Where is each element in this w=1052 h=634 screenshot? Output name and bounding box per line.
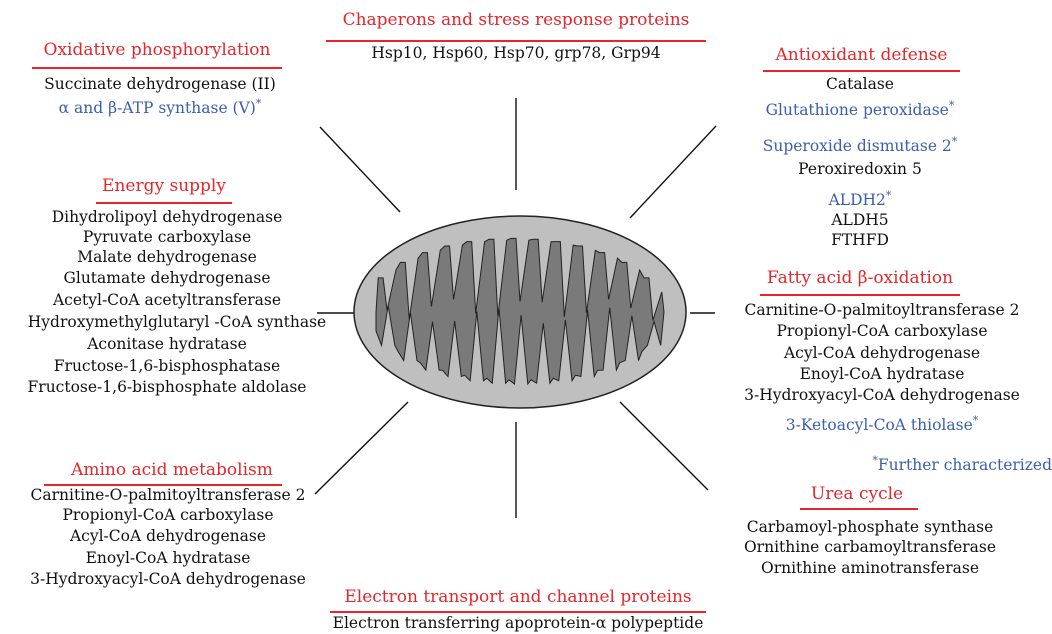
energy-item: Acetyl-CoA acetyltransferase xyxy=(0,290,334,310)
fatty-item: Enoyl-CoA hydratase xyxy=(712,364,1052,384)
fatty-item: Carnitine-O-palmitoyltransferase 2 xyxy=(712,300,1052,320)
urea-item: Carbamoyl-phosphate synthase xyxy=(720,517,1020,537)
chaperons-items: Hsp10, Hsp60, Hsp70, grp78, Grp94 xyxy=(326,43,706,63)
energy-item: Fructose-1,6-bisphosphate aldolase xyxy=(0,377,334,397)
further-characterized-marker: * xyxy=(949,99,955,112)
amino-title: Amino acid metabolism xyxy=(62,460,282,480)
energy-rule xyxy=(96,202,232,204)
antioxidant-item-aldh5: ALDH5 xyxy=(740,210,980,230)
energy-title: Energy supply xyxy=(96,176,232,196)
fatty-item: Propionyl-CoA carboxylase xyxy=(712,321,1052,341)
antioxidant-rule xyxy=(763,70,960,72)
oxidative-rule xyxy=(32,67,282,69)
connector-top-right xyxy=(630,126,716,218)
further-characterized-marker: * xyxy=(952,135,958,148)
energy-item: Hydroxymethylglutaryl -CoA synthase xyxy=(0,312,354,332)
oxidative-item-atp-synthase: α and β-ATP synthase (V)* xyxy=(10,98,310,118)
amino-item: 3-Hydroxyacyl-CoA dehydrogenase xyxy=(0,569,336,589)
chaperons-rule xyxy=(326,40,706,42)
connector-bottom-right xyxy=(620,402,708,490)
energy-item: Pyruvate carboxylase xyxy=(0,227,334,247)
further-characterized-marker: * xyxy=(886,189,892,202)
fatty-title: Fatty acid β-oxidation xyxy=(760,268,960,288)
energy-item: Aconitase hydratase xyxy=(0,334,334,354)
chaperons-title: Chaperons and stress response proteins xyxy=(326,10,706,30)
antioxidant-item-fthfd: FTHFD xyxy=(740,230,980,250)
oxidative-title: Oxidative phosphorylation xyxy=(32,40,282,60)
further-characterized-marker: * xyxy=(256,97,262,110)
urea-rule xyxy=(800,508,918,510)
amino-item: Carnitine-O-palmitoyltransferase 2 xyxy=(0,485,336,505)
antioxidant-item-catalase: Catalase xyxy=(740,74,980,94)
oxidative-item-sdh: Succinate dehydrogenase (II) xyxy=(10,74,310,94)
fatty-rule xyxy=(760,294,960,296)
further-characterized-marker: * xyxy=(973,414,979,427)
antioxidant-item-sod2: Superoxide dismutase 2* xyxy=(740,136,980,156)
energy-item: Fructose-1,6-bisphosphatase xyxy=(0,356,334,376)
amino-item: Enoyl-CoA hydratase xyxy=(0,548,336,568)
fatty-item-thiolase: 3-Ketoacyl-CoA thiolase* xyxy=(712,415,1052,435)
connector-top-left xyxy=(320,127,400,212)
energy-item: Dihydrolipoyl dehydrogenase xyxy=(0,207,334,227)
urea-item: Ornithine aminotransferase xyxy=(720,558,1020,578)
urea-item: Ornithine carbamoyltransferase xyxy=(720,537,1020,557)
connector-bottom-left xyxy=(315,402,408,494)
energy-item: Malate dehydrogenase xyxy=(0,247,334,267)
electron-title: Electron transport and channel proteins xyxy=(330,587,706,607)
electron-item: Electron transferring apoprotein-α polyp… xyxy=(300,613,736,633)
antioxidant-item-aldh2: ALDH2* xyxy=(740,190,980,210)
amino-item: Acyl-CoA dehydrogenase xyxy=(0,526,336,546)
fatty-item: 3-Hydroxyacyl-CoA dehydrogenase xyxy=(712,385,1052,405)
antioxidant-item-prx5: Peroxiredoxin 5 xyxy=(740,159,980,179)
fatty-item: Acyl-CoA dehydrogenase xyxy=(712,343,1052,363)
antioxidant-item-gpx: Glutathione peroxidase* xyxy=(740,100,980,120)
urea-title: Urea cycle xyxy=(797,484,917,504)
energy-item: Glutamate dehydrogenase xyxy=(0,268,334,288)
legend-further-characterized: *Further characterized xyxy=(846,455,1052,475)
amino-item: Propionyl-CoA carboxylase xyxy=(0,505,336,525)
antioxidant-title: Antioxidant defense xyxy=(763,45,960,65)
